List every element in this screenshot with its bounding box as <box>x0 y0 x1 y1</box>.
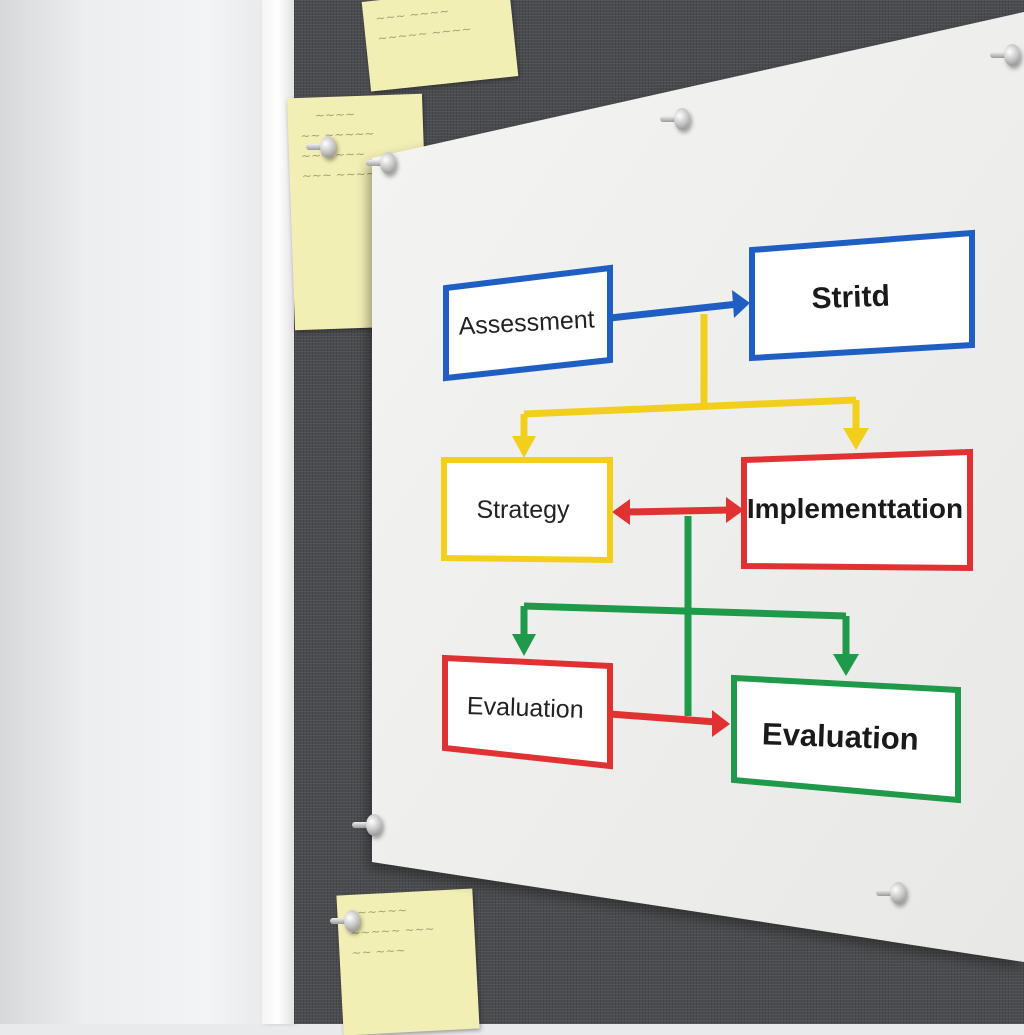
sticky-note-top: ~~~ ~~~~ ~~~~~ ~~~~ <box>361 0 519 92</box>
push-pin-icon <box>330 910 360 932</box>
push-pin-icon <box>366 152 396 174</box>
push-pin-icon <box>876 882 906 904</box>
background-wall <box>0 0 300 1024</box>
push-pin-icon <box>352 814 382 836</box>
sticky-note-scribble: ~~~ ~~~~ <box>301 166 377 183</box>
sticky-note-left: ~~~~ ~~ ~~~~~ ~~~ ~~~ ~~~ ~~~~ <box>286 93 431 331</box>
push-pin-icon <box>306 136 336 158</box>
push-pin-icon <box>660 108 690 130</box>
push-pin-icon <box>990 44 1020 66</box>
